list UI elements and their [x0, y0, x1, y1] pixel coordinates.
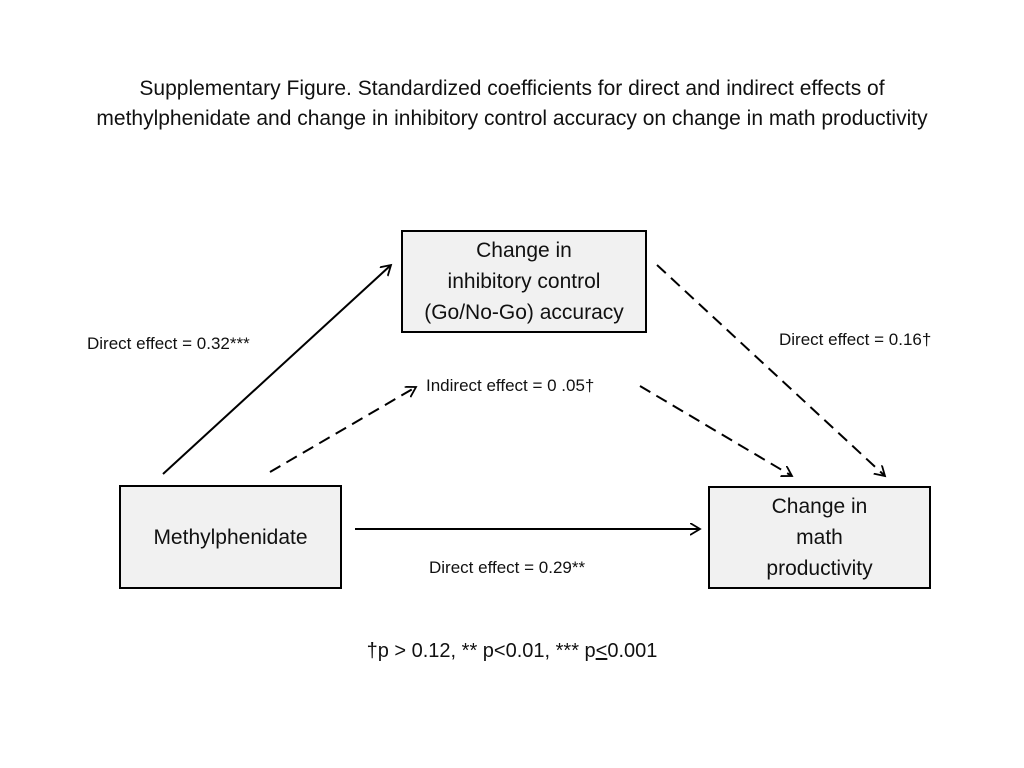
- arrow-indirect-segment-1: [269, 387, 416, 473]
- predictor-node: Methylphenidate: [119, 485, 342, 589]
- significance-footnote: †p > 0.12, ** p<0.01, *** p<0.001: [0, 640, 1024, 663]
- figure-title-line-1: Supplementary Figure. Standardized coeff…: [139, 77, 885, 100]
- arrow-predictor-to-mediator: [162, 265, 391, 475]
- footnote-less-equal-symbol: <: [595, 640, 608, 662]
- label-predictor-to-outcome: Direct effect = 0.29**: [429, 558, 586, 577]
- outcome-node-line-1: Change in: [771, 495, 868, 518]
- arrow-indirect-segment-2: [639, 385, 792, 476]
- label-indirect-effect: Indirect effect = 0 .05†: [426, 376, 595, 395]
- figure-title-line-2: methylphenidate and change in inhibitory…: [96, 107, 928, 130]
- arrow-mediator-to-outcome: [656, 264, 885, 476]
- predictor-node-line-1: Methylphenidate: [153, 525, 308, 549]
- outcome-node-line-2: math: [796, 526, 843, 549]
- mediator-node-line-2: inhibitory control: [447, 270, 601, 293]
- outcome-node: Change in math productivity: [708, 486, 931, 589]
- label-predictor-to-mediator: Direct effect = 0.32***: [87, 334, 250, 353]
- outcome-node-line-3: productivity: [766, 557, 873, 580]
- footnote-text-part-1: †p > 0.12, ** p<0.01, *** p: [366, 640, 596, 662]
- figure-title: Supplementary Figure. Standardized coeff…: [0, 74, 1024, 134]
- mediator-node-line-3: (Go/No-Go) accuracy: [424, 301, 624, 324]
- mediator-node-line-1: Change in: [476, 239, 572, 262]
- mediator-node: Change in inhibitory control (Go/No-Go) …: [401, 230, 647, 333]
- footnote-text-part-3: 0.001: [607, 640, 658, 662]
- label-mediator-to-outcome: Direct effect = 0.16†: [779, 330, 932, 349]
